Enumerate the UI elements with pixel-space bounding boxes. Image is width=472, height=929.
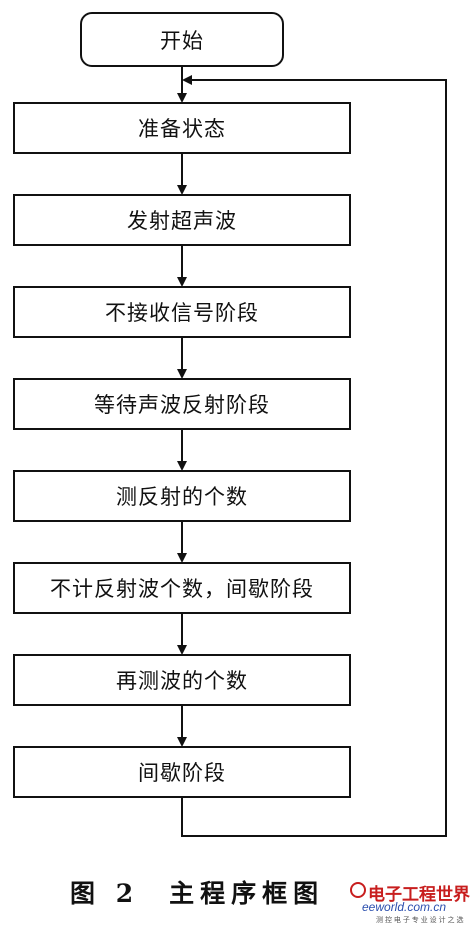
figure-number: 图 2: [70, 879, 140, 908]
figure-caption: 图 2 主程序框图: [70, 874, 324, 910]
watermark-tagline: 测 控 电 子 专 业 设 计 之 选: [376, 917, 464, 924]
watermark-url: eeworld.com.cn: [362, 900, 447, 914]
flowchart-step-emit: 发射超声波: [13, 194, 351, 246]
flowchart-step-pause-count: 不计反射波个数，间歇阶段: [13, 562, 351, 614]
flowchart-step-prepare: 准备状态: [13, 102, 351, 154]
flowchart-step-pause: 间歇阶段: [13, 746, 351, 798]
eeworld-logo-icon: [350, 882, 366, 898]
eeworld-watermark: 电子工程世界 eeworld.com.cn 测 控 电 子 专 业 设 计 之 …: [350, 880, 470, 926]
flow-loop-back-arrow: [181, 75, 447, 837]
flowchart-step-recount: 再测波的个数: [13, 654, 351, 706]
figure-title: 主程序框图: [169, 879, 325, 908]
flowchart-step-count-echo: 测反射的个数: [13, 470, 351, 522]
flowchart-step-no-receive: 不接收信号阶段: [13, 286, 351, 338]
flowchart-step-wait-echo: 等待声波反射阶段: [13, 378, 351, 430]
watermark-brand: 电子工程世界: [368, 885, 470, 904]
flowchart-step-start: 开始: [80, 12, 284, 67]
